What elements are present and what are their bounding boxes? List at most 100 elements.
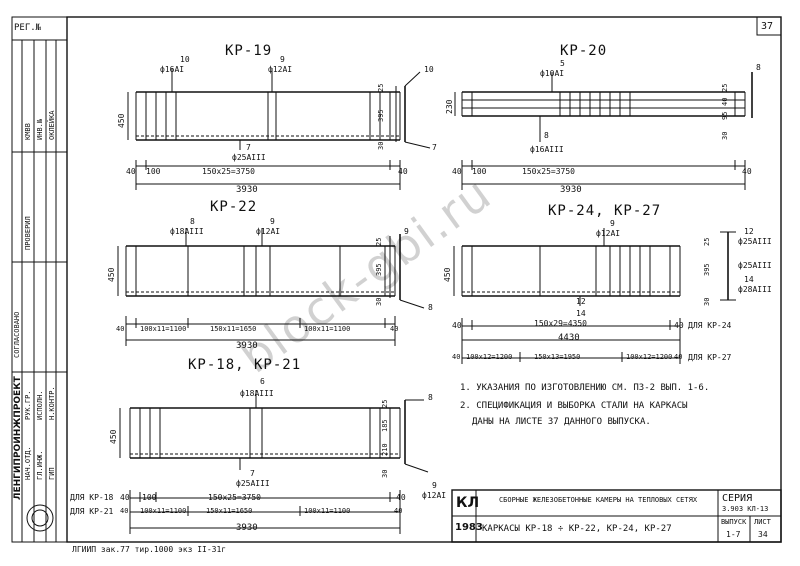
kr24-bar-1: ф12АI [596,229,621,238]
kr24-right-bar-3: ф28АIII [738,285,772,294]
kr22-seg-1: 40 [116,325,125,333]
kr19-bar-1: ф16АI [160,65,185,74]
kr20-callout-num: 8 [544,131,549,140]
kr22-seg-3: 150х11=1650 [210,325,257,333]
kr24-title: КР-24, КР-27 [548,203,662,219]
kr22-title: КР-22 [210,199,258,215]
kr24-dim-c: 30 [703,297,711,306]
kr24-row2-seg-4: 100х12=1200 [626,353,673,361]
kr22-seg-4: 100х11=1100 [304,325,351,333]
note-2-cont: ДАНЫ НА ЛИСТЕ 37 ДАННОГО ВЫПУСКА. [472,417,651,427]
kr22-pos-1: 8 [190,217,195,226]
kr18-right-bar: ф12АI [422,491,447,500]
kr20-total: 3930 [560,185,582,195]
role-3: ГИП [48,467,56,480]
kr24-row1-suffix: ДЛЯ КР-24 [688,321,732,330]
kr22-right-bottom: 8 [428,303,433,312]
kr20-dim-c: 95 [721,111,729,120]
kr19-title: КР-19 [225,43,273,59]
agreed-label: СОГЛАСОВАНО [13,311,21,358]
kr22-bar-2: ф12АI [256,227,281,236]
kr19-right-bottom: 7 [432,143,437,152]
kr22-pos-2: 9 [270,217,275,226]
sheet-frame [66,16,782,543]
kr24-right-bar-1: ф25АIII [738,237,772,246]
kr22-seg-5: 40 [390,325,399,333]
kr18-title: КР-18, КР-21 [188,357,302,373]
kr18-dim-b: 185 [381,419,389,432]
kr18-total: 3930 [236,523,258,533]
kr19-height: 450 [117,113,126,128]
kr19-edge-2: 100 [146,167,161,176]
kr18-row1-edge: 40 [120,493,130,502]
kr18-row1-edgeb: 100 [142,493,157,502]
kr24-dim-a: 25 [703,237,711,246]
organization-logo [26,504,54,532]
kr18-dim-d: 30 [381,469,389,478]
kr20-pos-1: 5 [560,59,565,68]
kr24-row2-seg-5: 40 [674,353,683,361]
kr20-edge-2: 100 [472,167,487,176]
kr18-row1-label: ДЛЯ КР-18 [70,493,114,502]
kr19-pos-1: 10 [180,55,190,64]
kr20-edge-3: 40 [742,167,752,176]
kr24-row1-edge: 40 [452,321,462,330]
tb-list-label: ЛИСТ [754,518,771,526]
print-footer: ЛГИИП зак.77 тир.1000 экз II-31г [72,545,227,554]
tb-code-2: 1983 [455,522,483,533]
role-2: ГЛ.ИНЖ. [36,450,44,480]
kr24-callout-1: 12 [576,297,586,306]
sheet-number-box [756,16,782,36]
kr20-title: КР-20 [560,43,608,59]
kr24-row2-suffix: ДЛЯ КР-27 [688,353,732,362]
tb-code-1: КЛ [456,495,480,511]
misc-3: ОКЛЕЙКА [48,110,56,140]
kr18-dim-c: 210 [381,443,389,456]
kr19-pos-2: 9 [280,55,285,64]
kr19-edge-1: 40 [126,167,136,176]
kr24-pos-1: 9 [610,219,615,228]
misc-1: КМВВ [24,123,32,140]
tb-sheet-title: КАРКАСЫ КР-18 ÷ КР-22, КР-24, КР-27 [482,524,672,534]
kr19-dim-c: 30 [377,141,385,150]
kr18-dim-a: 25 [381,399,389,408]
kr18-row2-label: ДЛЯ КР-21 [70,507,114,516]
kr19-dim-b: 395 [377,109,385,122]
kr20-dim-d: 30 [721,131,729,140]
role-5: ИСПОЛН. [36,390,44,420]
kr20-spacing: 150х25=3750 [522,167,575,176]
sheet-number: 37 [761,21,774,32]
kr18-row2-seg-1: 40 [120,507,129,515]
kr19-callout-bar: ф25АIII [232,153,266,162]
kr18-row1-edge2: 40 [396,493,406,502]
kr18-row1-spacing: 150х25=3750 [208,493,261,502]
kr19-spacing: 150х25=3750 [202,167,255,176]
kr19-total: 3930 [236,185,258,195]
kr18-row2-seg-2: 100х11=1100 [140,507,187,515]
kr18-row2-seg-4: 100х11=1100 [304,507,351,515]
kr19-dim-a: 25 [377,83,385,92]
kr18-right-bottom: 9 [432,481,437,490]
tb-series-value: 3.903 КЛ-13 [722,505,769,513]
kr19-bar-2: ф12АI [268,65,293,74]
tb-description: СБОРНЫЕ ЖЕЛЕЗОБЕТОННЫЕ КАМЕРЫ НА ТЕПЛОВЫ… [498,496,698,504]
kr22-seg-2: 100х11=1100 [140,325,187,333]
kr19-callout-num: 7 [246,143,251,152]
kr20-callout-bar: ф16АIII [530,145,564,154]
organization-name: ЛЕНГИПРОИНЖПРОЕКТ [13,376,23,500]
kr20-dim-a: 25 [721,83,729,92]
kr20-edge-1: 40 [452,167,462,176]
kr20-height: 230 [445,99,454,114]
kr20-dim-b: 40 [721,97,729,106]
kr22-total: 3930 [236,341,258,351]
kr18-pos-1: 6 [260,377,265,386]
note-1: 1. УКАЗАНИЯ ПО ИЗГОТОВЛЕНИЮ СМ. ПЗ-2 ВЫП… [460,383,710,393]
kr19-right-top: 10 [424,65,434,74]
kr18-row2-seg-5: 40 [394,507,403,515]
kr24-row1-edge2: 40 [674,321,684,330]
kr24-total: 4430 [558,333,580,343]
kr24-row2-seg-2: 100х12=1200 [466,353,513,361]
kr24-callout-2: 14 [576,309,586,318]
